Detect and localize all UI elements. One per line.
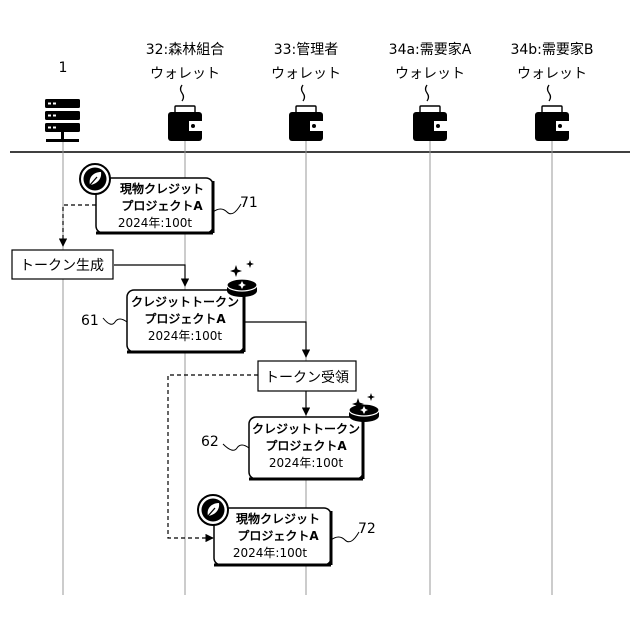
dashed-arrow-71-to-generate [63, 205, 96, 246]
wallet-icon-34a [413, 85, 447, 141]
card-72: 現物クレジット プロジェクトA 2024年:100t [214, 508, 331, 565]
wallet-icon-32 [168, 85, 202, 141]
card-71: 現物クレジット プロジェクトA 2024年:100t [96, 178, 213, 233]
ref-leader-72 [331, 532, 359, 542]
arrow-61-to-receive [244, 322, 306, 357]
lane-label-34a: 34a:需要家A [389, 41, 472, 58]
card-72-line1: 現物クレジット [236, 511, 320, 526]
card-61-line1: クレジットトークン [131, 295, 239, 309]
card-62-line1: クレジットトークン [252, 422, 360, 436]
card-62-line3: 2024年:100t [269, 456, 343, 470]
wallet-icon-33 [289, 85, 323, 141]
card-72-line2: プロジェクトA [237, 528, 319, 543]
card-61: クレジットトークン プロジェクトA 2024年:100t [127, 290, 244, 352]
lane-label-33: 33:管理者 [274, 42, 339, 58]
process-receive-label: トークン受領 [265, 369, 349, 386]
ref-leader-62 [223, 444, 249, 450]
ref-62: 62 [201, 434, 219, 450]
leaf-icon [198, 495, 228, 525]
lane-label-34b: 34b:需要家B [510, 41, 593, 58]
arrow-generate-to-61 [114, 265, 185, 286]
server-icon [45, 99, 80, 142]
coin-icon [349, 393, 379, 422]
lane-sub-34a: ウォレット [395, 66, 465, 82]
ref-72: 72 [358, 521, 376, 537]
lane-sub-32: ウォレット [150, 66, 220, 82]
card-71-line3: 2024年:100t [118, 216, 192, 230]
card-71-line2: プロジェクトA [121, 198, 203, 213]
process-receive: トークン受領 [258, 361, 356, 391]
lane-sub-34b: ウォレット [517, 66, 587, 82]
lane-sub-33: ウォレット [271, 66, 341, 82]
ref-leader-61 [103, 318, 127, 324]
process-generate-label: トークン生成 [20, 258, 104, 274]
card-62: クレジットトークン プロジェクトA 2024年:100t [249, 417, 363, 479]
ref-71: 71 [240, 195, 258, 211]
ref-leader-71 [213, 204, 241, 214]
card-62-line2: プロジェクトA [265, 438, 347, 453]
card-61-line2: プロジェクトA [144, 311, 226, 326]
card-71-line1: 現物クレジット [120, 181, 204, 196]
coin-icon [227, 260, 257, 297]
card-72-line3: 2024年:100t [233, 546, 307, 560]
wallet-icon-34b [535, 85, 569, 141]
card-61-line3: 2024年:100t [148, 329, 222, 343]
server-label: 1 [59, 60, 68, 76]
ref-61: 61 [81, 313, 99, 329]
leaf-icon [80, 164, 110, 194]
process-generate: トークン生成 [12, 250, 113, 279]
lane-label-32: 32:森林組合 [146, 42, 225, 58]
